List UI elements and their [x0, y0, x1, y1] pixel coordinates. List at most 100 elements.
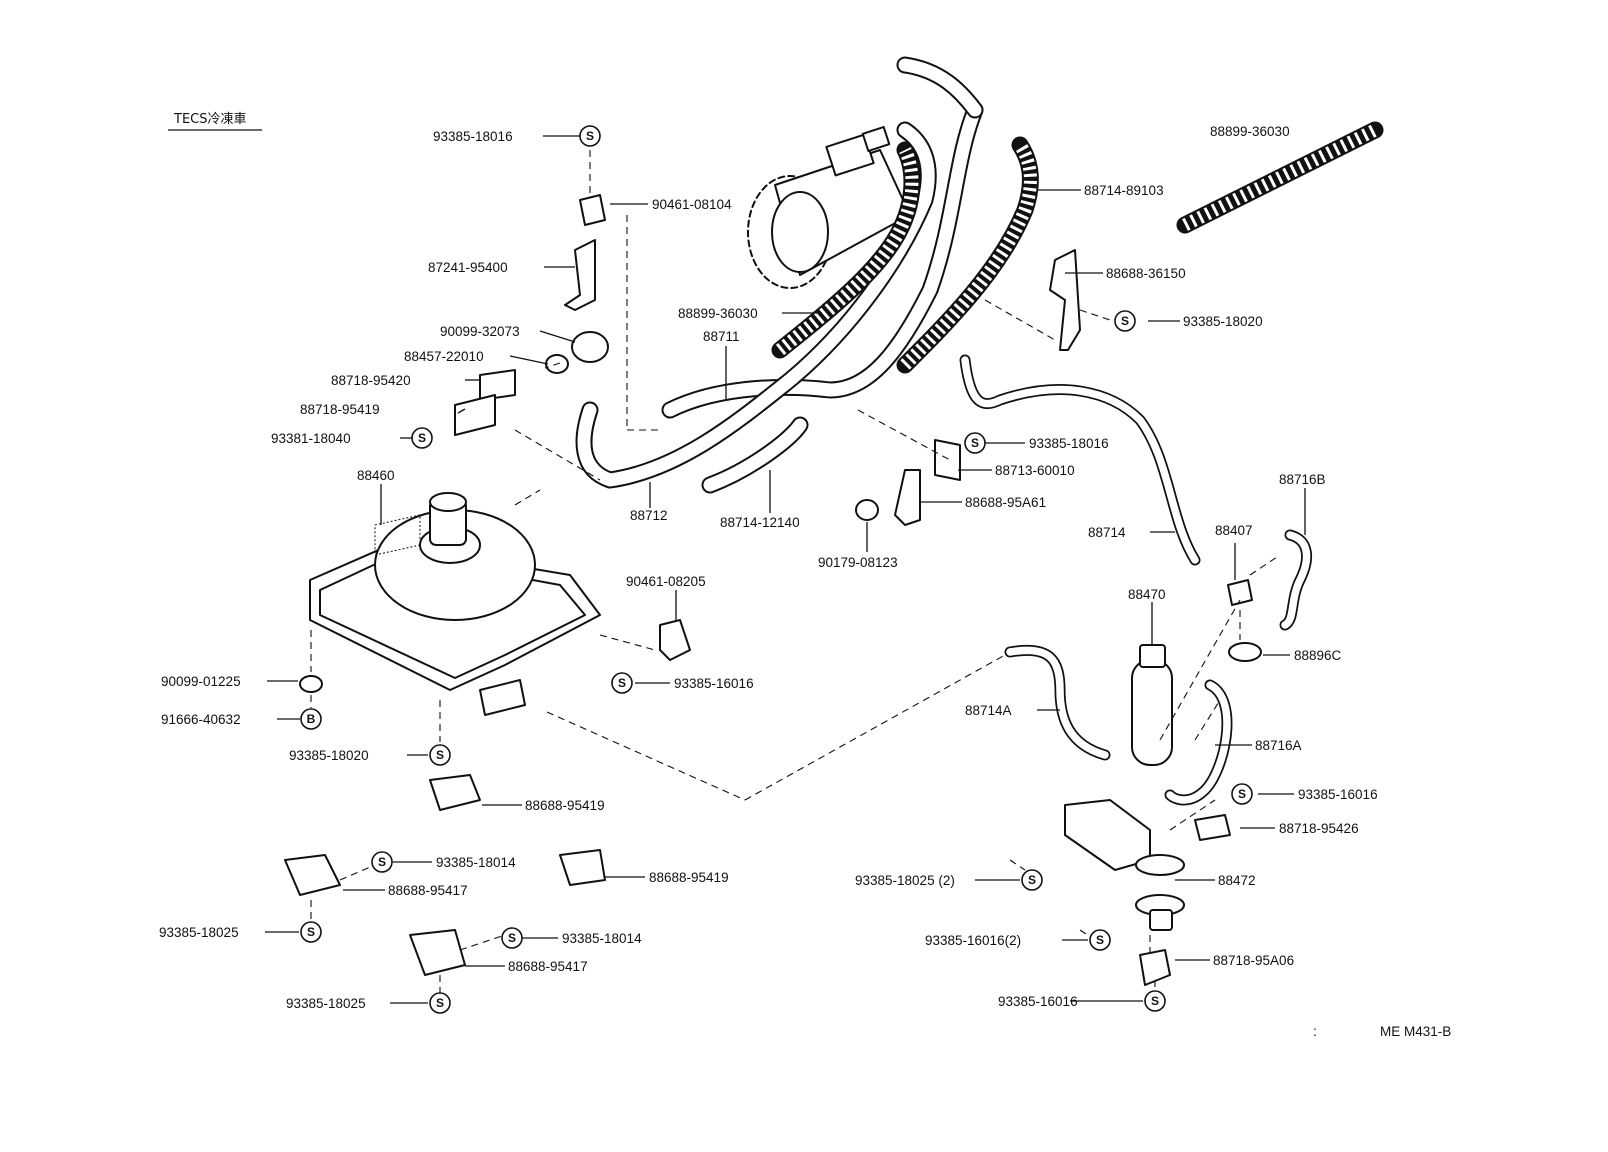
- receiver-88470: [1131, 644, 1173, 766]
- svg-text:S: S: [418, 431, 426, 445]
- spiral-protector-88899: [1176, 121, 1384, 234]
- bracket-88688-95417-b: [409, 929, 466, 976]
- part-label: 88714-89103: [1084, 183, 1164, 198]
- protector-sleeve-right: [896, 136, 1039, 374]
- svg-text:B: B: [307, 712, 316, 726]
- part-label: 88711: [703, 329, 740, 344]
- bracket-88688-95419-a: [429, 774, 481, 811]
- part-label: 88718-95A06: [1213, 953, 1294, 968]
- hose-88714: [959, 354, 1201, 566]
- part-label: 90099-32073: [440, 324, 520, 339]
- hose-88712: [575, 121, 937, 489]
- svg-text:S: S: [618, 676, 626, 690]
- svg-text:S: S: [508, 931, 516, 945]
- svg-text:S: S: [586, 129, 594, 143]
- screw-symbol-icon: S: [429, 744, 451, 766]
- part-label: 88716A: [1255, 738, 1302, 753]
- part-label: 90099-01225: [161, 674, 241, 689]
- screw-symbol-icon: S: [1231, 783, 1253, 805]
- grommet-90099-32073: [571, 331, 609, 363]
- bracket-88688-95419-b: [559, 849, 606, 886]
- fitting-88407: [1227, 579, 1253, 606]
- part-label: 93385-18025 (2): [855, 873, 955, 888]
- part-label: 93385-18020: [1183, 314, 1263, 329]
- screw-symbols: S S S S S B S S S S S S S S S: [300, 125, 1253, 1014]
- part-label: 88457-22010: [404, 349, 484, 364]
- part-label: 93385-16016: [1298, 787, 1378, 802]
- compressor-illustration: [747, 126, 911, 289]
- cap-88896C: [1228, 642, 1262, 662]
- part-label: 88716B: [1279, 472, 1326, 487]
- screw-symbol-icon: S: [1144, 990, 1166, 1012]
- condenser-unit-88460: [309, 492, 601, 716]
- part-label: 90461-08205: [626, 574, 706, 589]
- diagram-code: ME M431-B: [1380, 1024, 1451, 1039]
- svg-text:S: S: [1238, 787, 1246, 801]
- part-label: 88899-36030: [678, 306, 758, 321]
- part-label: 88714: [1088, 525, 1126, 540]
- screw-symbol-icon: S: [611, 672, 633, 694]
- part-label: 88688-95419: [649, 870, 729, 885]
- diagram-title: TECS冷凍車: [173, 111, 246, 127]
- part-label: 93385-18016: [1029, 436, 1109, 451]
- svg-text:S: S: [436, 996, 444, 1010]
- screw-symbol-icon: S: [371, 851, 393, 873]
- bracket-88713-60010: [934, 439, 961, 481]
- clamp-88718-95A06: [1139, 949, 1171, 986]
- part-labels: 93385-18016 90461-08104 87241-95400 9009…: [159, 124, 1378, 1011]
- footer-mark: :: [1313, 1024, 1317, 1039]
- part-label: 93385-16016: [998, 994, 1078, 1009]
- part-label: 88714-12140: [720, 515, 800, 530]
- leader-lines: [265, 135, 1306, 1004]
- clamp-90461-08205: [659, 619, 691, 661]
- clamp-88718-95419: [454, 394, 496, 436]
- svg-text:S: S: [307, 925, 315, 939]
- part-label: 90461-08104: [652, 197, 732, 212]
- part-label: 88688-95417: [508, 959, 588, 974]
- part-label: 88460: [357, 468, 395, 483]
- part-label: 88472: [1218, 873, 1256, 888]
- hose-88714A: [1004, 644, 1111, 761]
- svg-text:S: S: [1151, 994, 1159, 1008]
- screw-symbol-icon: S: [501, 927, 523, 949]
- part-label: 88407: [1215, 523, 1253, 538]
- bracket-88688-95A61: [894, 469, 921, 526]
- screw-symbol-icon: S: [964, 432, 986, 454]
- part-label: 87241-95400: [428, 260, 508, 275]
- bracket-88688-36150: [1049, 249, 1081, 351]
- part-label: 88688-36150: [1106, 266, 1186, 281]
- screw-symbol-icon: S: [411, 427, 433, 449]
- hose-88714-12140: [701, 416, 809, 494]
- part-label: 88688-95A61: [965, 495, 1046, 510]
- part-label: 88714A: [965, 703, 1012, 718]
- part-label: 88718-95426: [1279, 821, 1359, 836]
- part-label: 88470: [1128, 587, 1166, 602]
- svg-text:S: S: [436, 748, 444, 762]
- part-label: 88718-95420: [331, 373, 411, 388]
- part-label: 93385-18016: [433, 129, 513, 144]
- part-label: 88688-95417: [388, 883, 468, 898]
- part-label: 93385-16016: [674, 676, 754, 691]
- part-label: 88718-95419: [300, 402, 380, 417]
- part-label: 88713-60010: [995, 463, 1075, 478]
- part-label: 88899-36030: [1210, 124, 1290, 139]
- part-label: 93385-18014: [436, 855, 516, 870]
- washer-90099-01225: [299, 675, 323, 693]
- screw-symbol-icon: S: [579, 125, 601, 147]
- screw-symbol-icon: S: [1089, 929, 1111, 951]
- part-label: 93385-18025: [159, 925, 239, 940]
- svg-text:S: S: [1028, 873, 1036, 887]
- part-label: 93385-18020: [289, 748, 369, 763]
- hose-88716B: [1279, 529, 1312, 631]
- svg-text:S: S: [971, 436, 979, 450]
- screw-symbol-icon: S: [300, 921, 322, 943]
- bolt-symbol-icon: B: [300, 708, 322, 730]
- part-label: 90179-08123: [818, 555, 898, 570]
- assembly-dashed-lines: [310, 150, 1281, 995]
- bracket-87241-95400: [564, 239, 596, 311]
- svg-text:S: S: [1121, 314, 1129, 328]
- screw-symbol-icon: S: [429, 992, 451, 1014]
- screw-symbol-icon: S: [1021, 869, 1043, 891]
- part-label: 93385-18025: [286, 996, 366, 1011]
